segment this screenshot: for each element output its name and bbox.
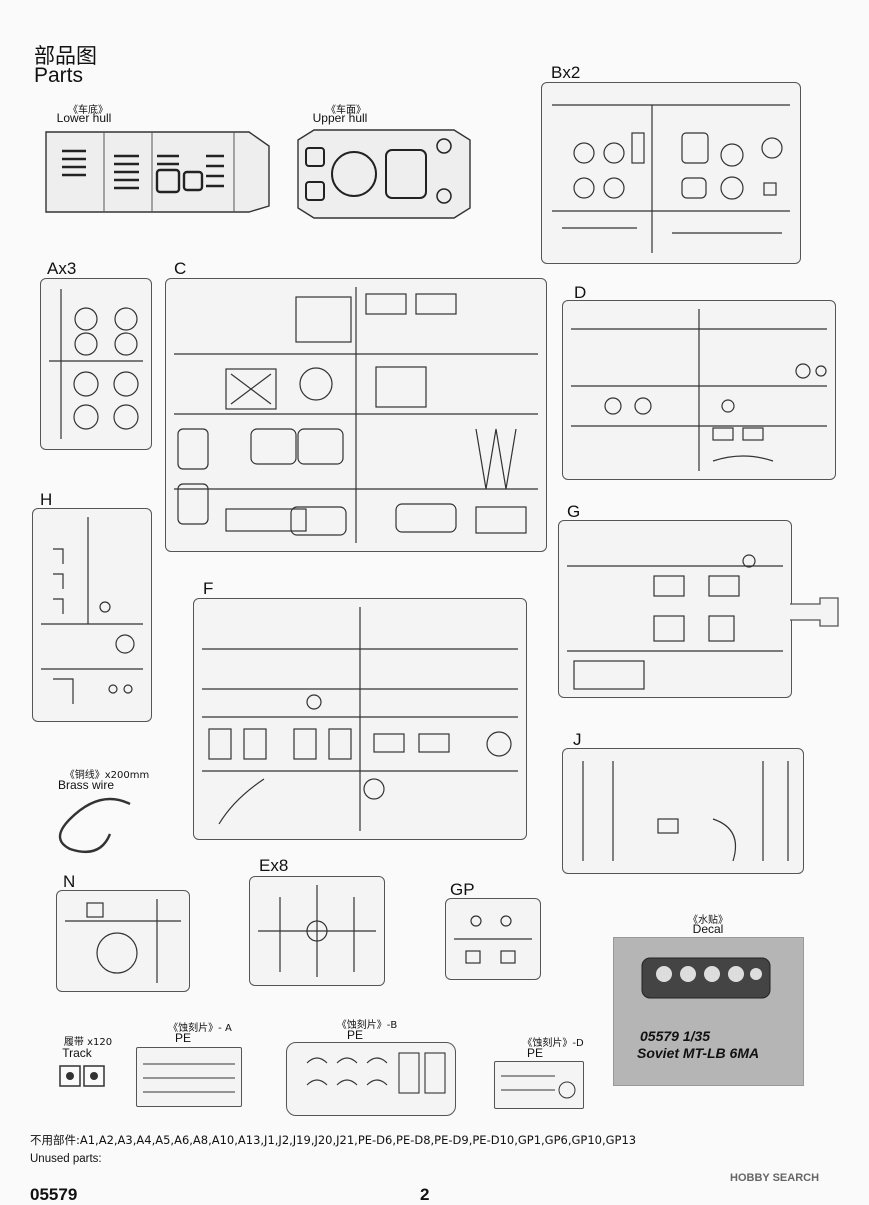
- sprue-label-n: N: [63, 872, 76, 891]
- sprue-g-tab: [790, 597, 839, 627]
- page-title-en: Parts: [34, 64, 84, 87]
- track-label-cn: 履带 x120: [63, 1037, 113, 1048]
- sprue-f: [193, 598, 527, 840]
- pe-a-label: PE: [174, 1031, 191, 1045]
- pe-a-fret: [136, 1047, 242, 1107]
- sprue-gp: [445, 898, 541, 980]
- lower-hull-label-cn: 《车底》: [68, 105, 108, 116]
- product-code: 05579: [30, 1185, 78, 1204]
- pe-d-fret: [494, 1061, 584, 1109]
- decal-gauges-drawing: [641, 957, 771, 999]
- brass-wire-drawing: [58, 797, 131, 854]
- decal-name: Soviet MT-LB 6MA: [637, 1045, 760, 1061]
- unused-parts-list: A1,A2,A3,A4,A5,A6,A8,A10,A13,J1,J2,J19,J…: [79, 1133, 637, 1147]
- sprue-label-g: G: [567, 502, 581, 521]
- sprue-n: [56, 890, 190, 992]
- unused-parts-label: Unused parts:: [30, 1153, 102, 1165]
- track-link-drawing: [59, 1065, 105, 1087]
- sprue-label-f: F: [203, 579, 214, 598]
- page-title-cn: 部品图: [34, 44, 97, 68]
- upper-hull-label: Upper hull: [312, 111, 368, 125]
- track-label: Track: [62, 1046, 92, 1060]
- sprue-c: [165, 278, 547, 552]
- sprue-label-bx2: Bx2: [551, 63, 581, 82]
- sprue-j: [562, 748, 804, 874]
- sprue-ex8: [249, 876, 385, 986]
- upper-hull-label-cn: 《车面》: [326, 105, 366, 116]
- unused-parts-label-cn: 不用部件:: [30, 1133, 80, 1147]
- sprue-bx2: [541, 82, 801, 264]
- brass-wire-label: Brass wire: [57, 778, 114, 792]
- sprue-ax3: [40, 278, 152, 450]
- watermark: HOBBY SEARCH: [730, 1172, 820, 1184]
- decal-code: 05579 1/35: [640, 1028, 711, 1044]
- sprue-label-h: H: [40, 490, 53, 509]
- sprue-label-c: C: [174, 259, 187, 278]
- pe-b-label-cn: 《蚀刻片》-B: [336, 1020, 398, 1031]
- pe-d-label: PE: [526, 1046, 543, 1060]
- lower-hull-drawing: [45, 131, 270, 213]
- decal-label-cn: 《水贴》: [688, 915, 728, 926]
- unused-parts-line: 不用部件:A1,A2,A3,A4,A5,A6,A8,A10,A13,J1,J2,…: [30, 1132, 636, 1148]
- sprue-d: [562, 300, 836, 480]
- pe-a-label-cn: 《蚀刻片》- A: [168, 1023, 232, 1034]
- page-number: 2: [420, 1185, 430, 1204]
- decal-label: Decal: [692, 922, 724, 936]
- sprue-h: [32, 508, 152, 722]
- sprue-label-d: D: [574, 283, 587, 302]
- sprue-label-gp: GP: [450, 880, 475, 899]
- sprue-label-j: J: [573, 730, 582, 749]
- sprue-g: [558, 520, 792, 698]
- lower-hull-label: Lower hull: [56, 111, 112, 125]
- pe-d-label-cn: 《蚀刻片》-D: [522, 1038, 584, 1049]
- sprue-label-ex8: Ex8: [259, 856, 289, 875]
- sprue-label-ax3: Ax3: [47, 259, 77, 278]
- decal-sheet: [613, 937, 804, 1086]
- pe-b-label: PE: [346, 1028, 363, 1042]
- brass-wire-label-cn: 《铜线》x200mm: [64, 770, 150, 781]
- upper-hull-drawing: [297, 129, 471, 219]
- pe-b-fret: [286, 1042, 456, 1116]
